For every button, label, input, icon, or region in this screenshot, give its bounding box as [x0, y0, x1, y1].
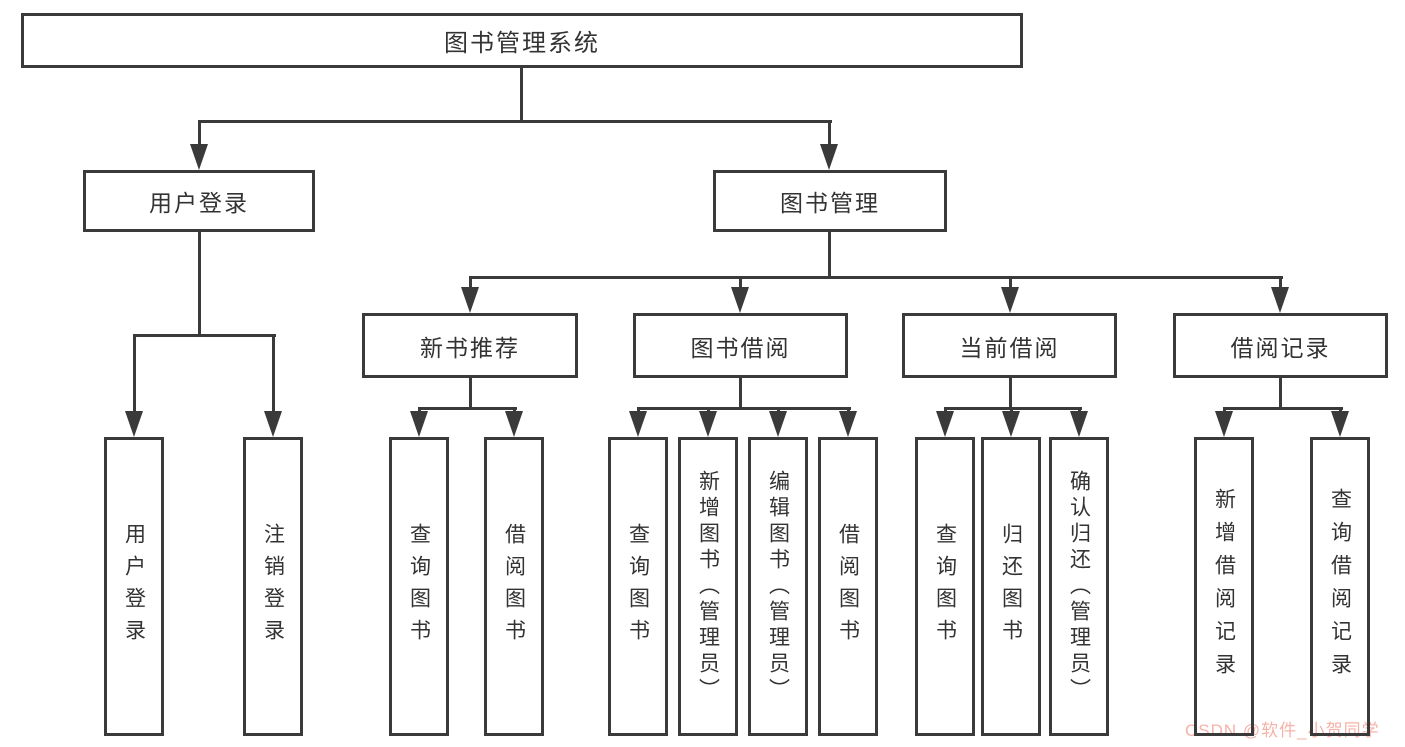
leaf-borrow-books: 借阅图书: [818, 437, 878, 736]
leaf-logout-label: 注销登录: [261, 522, 285, 651]
arrow-down-icon: [839, 411, 857, 437]
leaf-add-book-admin-label: 新增图书（管理员）: [696, 469, 720, 704]
leaf-query-books-recommend: 查询图书: [389, 437, 449, 736]
connector-new-book-trunk: [469, 378, 472, 409]
node-new-book-recommendation-label: 新书推荐: [420, 334, 520, 361]
arrow-down-icon: [125, 411, 143, 437]
node-borrowing-records: 借阅记录: [1173, 313, 1388, 378]
arrow-down-icon: [820, 144, 838, 170]
node-current-borrowing: 当前借阅: [902, 313, 1117, 378]
arrow-down-icon: [1001, 287, 1019, 313]
leaf-query-books-current-label: 查询图书: [933, 522, 957, 651]
leaf-edit-book-admin-label: 编辑图书（管理员）: [766, 469, 790, 704]
arrow-down-icon: [461, 287, 479, 313]
arrow-down-icon: [1215, 411, 1233, 437]
node-new-book-recommendation: 新书推荐: [362, 313, 578, 378]
leaf-add-borrow-record-label: 新增借阅记录: [1212, 487, 1236, 686]
leaf-logout: 注销登录: [243, 437, 303, 736]
arrow-down-icon: [1070, 411, 1088, 437]
arrow-down-icon: [1331, 411, 1349, 437]
node-borrowing-records-label: 借阅记录: [1230, 334, 1331, 361]
connector-new-book-branch: [418, 407, 517, 410]
node-book-management-label: 图书管理: [780, 190, 880, 216]
connector-stem: [198, 120, 201, 148]
leaf-query-books-current: 查询图书: [915, 437, 975, 736]
connector-stem: [272, 334, 275, 414]
connector-book-borrowing-trunk: [739, 378, 742, 409]
arrow-down-icon: [264, 411, 282, 437]
arrow-down-icon: [1002, 411, 1020, 437]
connector-user-login-trunk: [198, 232, 201, 336]
connector-current-borrowing-branch: [944, 407, 1082, 410]
connector-stem: [828, 120, 831, 148]
node-book-management: 图书管理: [713, 170, 947, 232]
node-root-label: 图书管理系统: [444, 30, 600, 57]
leaf-return-books: 归还图书: [981, 437, 1041, 736]
arrow-down-icon: [505, 411, 523, 437]
leaf-borrow-books-recommend-label: 借阅图书: [502, 522, 526, 651]
connector-borrowing-records-branch: [1223, 407, 1343, 410]
leaf-query-borrow-record-label: 查询借阅记录: [1328, 487, 1352, 686]
leaf-borrow-books-recommend: 借阅图书: [484, 437, 544, 736]
connector-book-borrowing-branch: [637, 407, 851, 410]
connector-root-trunk: [520, 68, 523, 120]
leaf-query-books-recommend-label: 查询图书: [407, 522, 431, 651]
arrow-down-icon: [699, 411, 717, 437]
leaf-query-borrow-record: 查询借阅记录: [1310, 437, 1370, 736]
leaf-query-books-borrowing: 查询图书: [608, 437, 668, 736]
connector-book-management-trunk: [828, 232, 831, 278]
leaf-confirm-return-admin-label: 确认归还（管理员）: [1067, 469, 1091, 704]
watermark: CSDN @软件_小贺同学: [1185, 721, 1380, 740]
leaf-edit-book-admin: 编辑图书（管理员）: [748, 437, 808, 736]
leaf-add-book-admin: 新增图书（管理员）: [678, 437, 738, 736]
node-root: 图书管理系统: [21, 13, 1023, 68]
arrow-down-icon: [731, 287, 749, 313]
connector-current-borrowing-trunk: [1009, 378, 1012, 409]
node-book-borrowing: 图书借阅: [633, 313, 848, 378]
leaf-return-books-label: 归还图书: [999, 522, 1023, 651]
connector-stem: [133, 334, 136, 414]
node-user-login-label: 用户登录: [149, 190, 249, 216]
connector-stem: [1279, 276, 1282, 290]
leaf-user-login: 用户登录: [104, 437, 164, 736]
leaf-query-books-borrowing-label: 查询图书: [626, 522, 650, 651]
connector-borrowing-records-trunk: [1279, 378, 1282, 409]
connector-user-login-branch: [133, 334, 276, 337]
arrow-down-icon: [769, 411, 787, 437]
leaf-confirm-return-admin: 确认归还（管理员）: [1049, 437, 1109, 736]
connector-stem: [1009, 276, 1012, 290]
connector-stem: [739, 276, 742, 290]
leaf-user-login-label: 用户登录: [122, 522, 146, 651]
node-book-borrowing-label: 图书借阅: [690, 334, 791, 361]
arrow-down-icon: [410, 411, 428, 437]
arrow-down-icon: [629, 411, 647, 437]
arrow-down-icon: [190, 144, 208, 170]
arrow-down-icon: [936, 411, 954, 437]
arrow-down-icon: [1271, 287, 1289, 313]
leaf-add-borrow-record: 新增借阅记录: [1194, 437, 1254, 736]
leaf-borrow-books-label: 借阅图书: [836, 522, 860, 651]
connector-stem: [469, 276, 472, 290]
node-current-borrowing-label: 当前借阅: [959, 334, 1060, 361]
connector-root-branch: [198, 120, 832, 123]
node-user-login: 用户登录: [83, 170, 315, 232]
connector-book-management-branch: [469, 276, 1283, 279]
